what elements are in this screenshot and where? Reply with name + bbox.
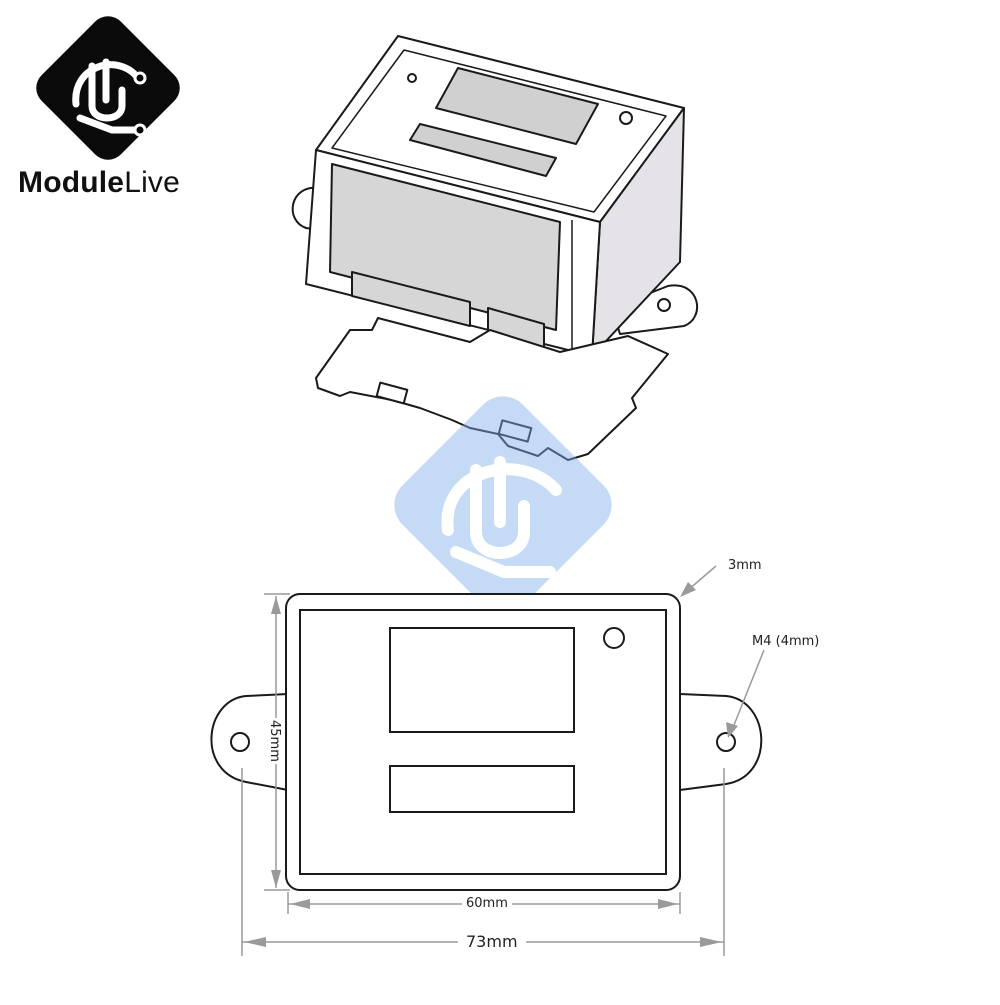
bottom-display-window — [409, 123, 557, 177]
front-recess-panel — [329, 163, 561, 331]
hole-size-label: M4 (4mm) — [752, 634, 820, 649]
right-mounting-hole — [716, 732, 736, 752]
top-display-window — [435, 67, 599, 145]
front-indicator-led — [603, 627, 625, 649]
right-ear-hole-3d — [657, 298, 671, 312]
modulelive-logo-icon — [36, 16, 180, 160]
front-inner-frame — [299, 609, 667, 875]
left-mounting-hole — [230, 732, 250, 752]
front-outer-frame — [285, 593, 681, 891]
brand-name-bold: Module — [18, 166, 125, 199]
modulelive-watermark-icon — [394, 396, 612, 614]
brand-name-light: Live — [124, 166, 181, 199]
depth-label: 3mm — [728, 558, 762, 573]
right-ear-3d — [611, 284, 699, 335]
right-mounting-ear — [679, 693, 763, 791]
brand-wordmark: ModuleLive — [18, 166, 218, 200]
front-view-drawing — [210, 593, 763, 891]
front-lower-display — [389, 765, 575, 813]
total-width-label: 73mm — [458, 932, 526, 951]
inner-width-label: 60mm — [462, 896, 512, 911]
left-mounting-ear — [210, 693, 289, 791]
front-upper-display — [389, 627, 575, 733]
height-label: 45mm — [267, 718, 282, 764]
housing-3d-view — [291, 35, 699, 461]
